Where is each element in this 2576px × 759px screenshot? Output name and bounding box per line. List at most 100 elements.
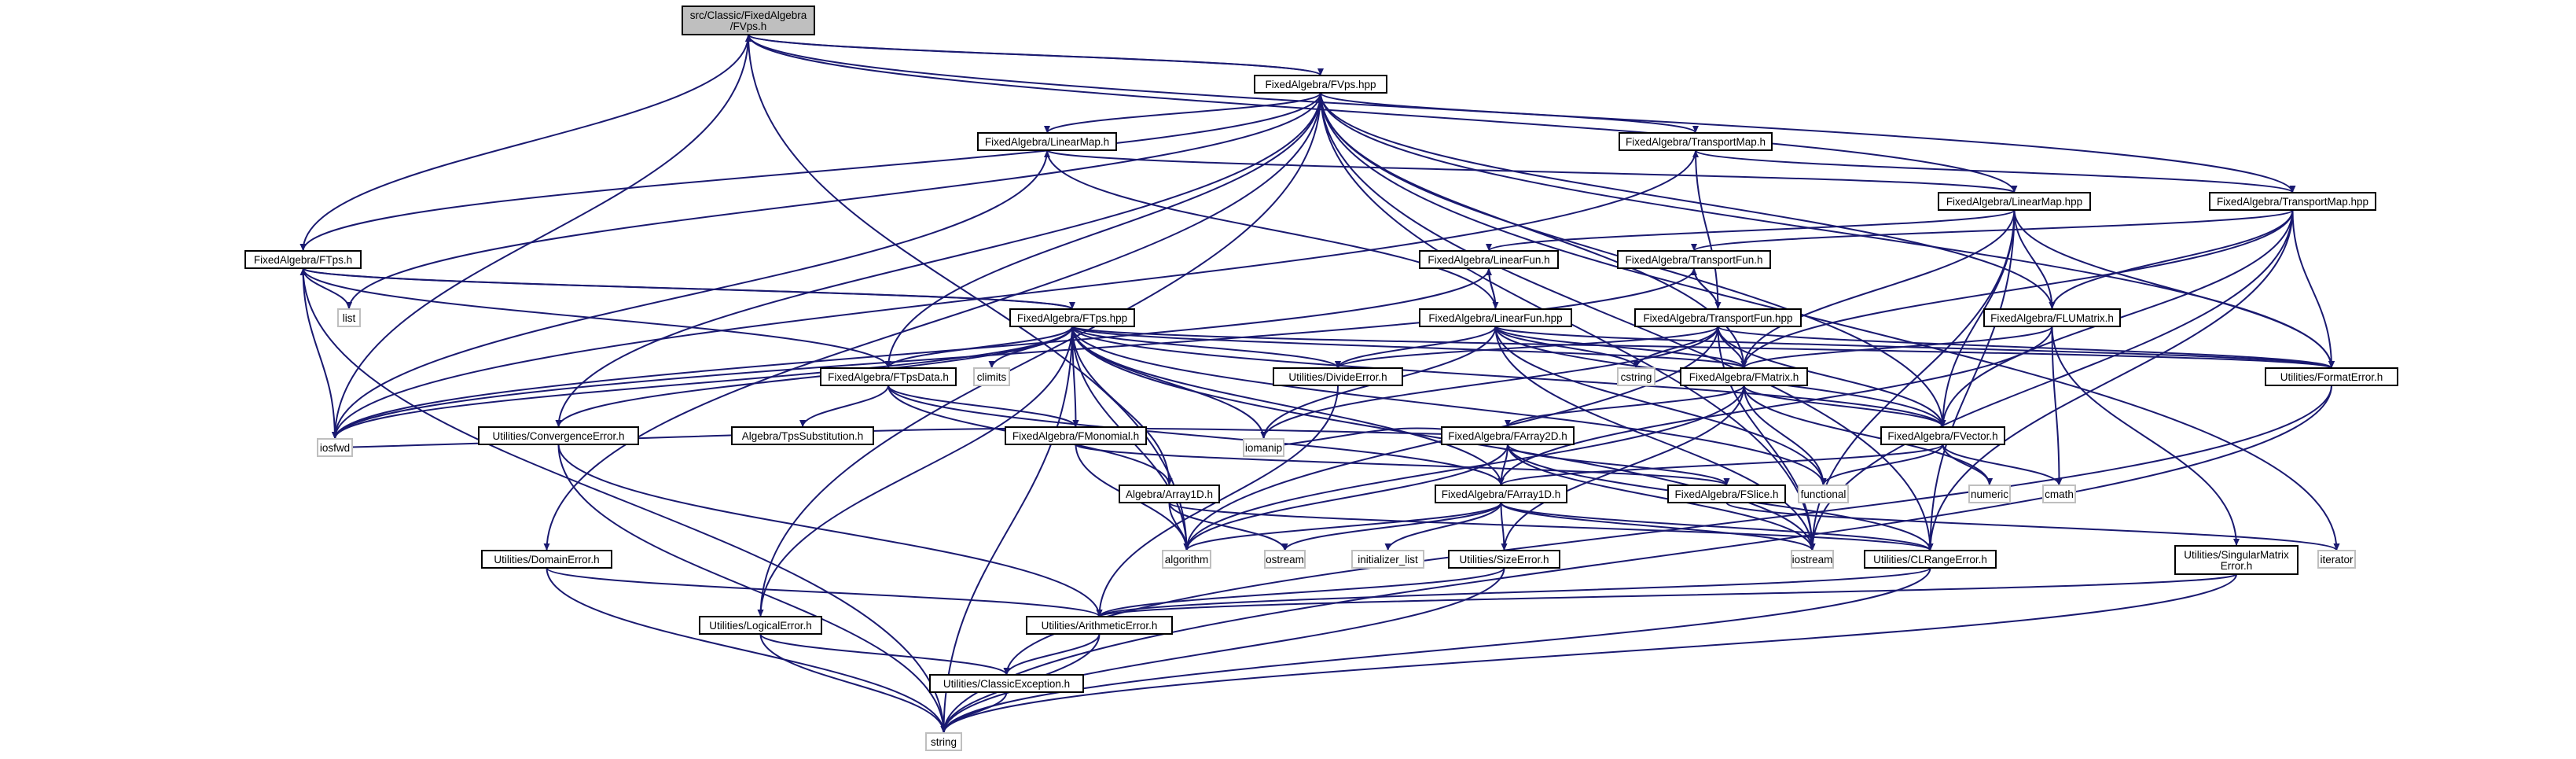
edge-transportmap_hpp-to-fmatrix_h [1740, 209, 2294, 369]
node-linearmap_h[interactable]: FixedAlgebra/LinearMap.h [977, 132, 1117, 151]
node-ftpsdata_h[interactable]: FixedAlgebra/FTpsData.h [820, 367, 957, 386]
node-formaterror_h[interactable]: Utilities/FormatError.h [2265, 367, 2398, 386]
node-box [478, 426, 639, 445]
node-box [1026, 616, 1173, 635]
node-box [337, 308, 361, 327]
node-linearfun_h[interactable]: FixedAlgebra/LinearFun.h [1419, 250, 1559, 269]
node-cstring: cstring [1617, 367, 1655, 386]
node-label: cmath [2045, 488, 2074, 500]
node-box [929, 674, 1084, 693]
node-fmatrix_h[interactable]: FixedAlgebra/FMatrix.h [1680, 367, 1808, 386]
node-label: src/Classic/FixedAlgebra [690, 9, 807, 21]
edge-linearmap_h-to-linearmap_hpp [1046, 149, 2018, 193]
edge-farray1d_h-to-initializer_list [1384, 502, 1502, 551]
node-linearfun_hpp[interactable]: FixedAlgebra/LinearFun.hpp [1419, 308, 1572, 327]
node-box [1667, 485, 1786, 503]
node-transportfun_h[interactable]: FixedAlgebra/TransportFun.h [1617, 250, 1771, 269]
node-label: FixedAlgebra/LinearMap.hpp [1946, 196, 2082, 208]
edge-domainerror_h-to-arithmeticerror_h [546, 567, 1103, 617]
node-label: Utilities/DomainError.h [494, 554, 599, 566]
node-label: FixedAlgebra/FArray1D.h [1442, 488, 1561, 500]
node-label: FixedAlgebra/LinearFun.hpp [1428, 312, 1562, 324]
node-fmonomial_h[interactable]: FixedAlgebra/FMonomial.h [1005, 426, 1147, 445]
edge-ftps_hpp-to-iosfwd [332, 326, 1073, 440]
edge-transportmap_hpp-to-root [745, 34, 2294, 193]
node-box [1938, 192, 2091, 211]
edge-linearfun_hpp-to-linearfun_h [1486, 267, 1497, 310]
node-root[interactable]: src/Classic/FixedAlgebra/FVps.h [682, 6, 815, 35]
edge-ftps_hpp-to-array1d_h [1071, 326, 1173, 486]
edge-array1d_h-to-ostream [1168, 502, 1288, 551]
node-box [1351, 550, 1424, 569]
edge-logicalerror_h-to-classicexception_h [759, 633, 1010, 676]
edge-farray2d_h-to-algorithm [1183, 444, 1508, 551]
node-label: FixedAlgebra/FArray2D.h [1448, 430, 1567, 442]
edge-fmatrix_h-to-algorithm [1183, 385, 1745, 551]
node-transportmap_hpp[interactable]: FixedAlgebra/TransportMap.hpp [2209, 192, 2376, 211]
node-box [1435, 485, 1567, 503]
node-label: FixedAlgebra/TransportFun.hpp [1643, 312, 1792, 324]
node-sizeerror_h[interactable]: Utilities/SizeError.h [1448, 550, 1560, 569]
node-ftps_hpp[interactable]: FixedAlgebra/FTps.hpp [1009, 308, 1135, 327]
node-box [244, 250, 362, 269]
edge-transportfun_hpp-to-divideerror_h [1335, 326, 1719, 369]
node-classicexception_h[interactable]: Utilities/ClassicException.h [929, 674, 1084, 693]
edge-formaterror_h-to-string [940, 385, 2332, 734]
node-box [2209, 192, 2376, 211]
node-box [1968, 485, 2011, 503]
edge-linearmap_hpp-to-flumatrix_h [2013, 209, 2056, 310]
node-initializer_list: initializer_list [1351, 550, 1424, 569]
node-array1d_h[interactable]: Algebra/Array1D.h [1119, 485, 1220, 503]
node-linearmap_hpp[interactable]: FixedAlgebra/LinearMap.hpp [1938, 192, 2091, 211]
node-farray2d_h[interactable]: FixedAlgebra/FArray2D.h [1441, 426, 1575, 445]
edge-transportfun_hpp-to-formaterror_h [1717, 326, 2335, 369]
edge-linearmap_hpp-to-clrangeerror_h [1927, 209, 2016, 551]
node-flumatrix_h[interactable]: FixedAlgebra/FLUMatrix.h [1983, 308, 2121, 327]
node-fslice_h[interactable]: FixedAlgebra/FSlice.h [1667, 485, 1786, 503]
edge-linearfun_hpp-to-formaterror_h [1494, 326, 2335, 369]
node-label: FixedAlgebra/LinearMap.h [985, 136, 1109, 148]
edge-linearfun_hpp-to-iostream [1494, 326, 1816, 551]
node-fvps_hpp[interactable]: FixedAlgebra/FVps.hpp [1254, 75, 1387, 94]
node-box [1243, 438, 1284, 457]
node-climits: climits [973, 367, 1010, 386]
node-ftps_h[interactable]: FixedAlgebra/FTps.h [244, 250, 362, 269]
node-label: FixedAlgebra/FSlice.h [1674, 488, 1778, 500]
node-label: functional [1801, 488, 1847, 500]
node-label: iterator [2320, 554, 2354, 566]
node-farray1d_h[interactable]: FixedAlgebra/FArray1D.h [1435, 485, 1567, 503]
edge-domainerror_h-to-string [546, 567, 947, 734]
edge-flumatrix_h-to-cmath [2051, 326, 2063, 486]
node-box [731, 426, 874, 445]
node-box [1119, 485, 1220, 503]
node-transportmap_h[interactable]: FixedAlgebra/TransportMap.h [1619, 132, 1773, 151]
node-arithmeticerror_h[interactable]: Utilities/ArithmeticError.h [1026, 616, 1173, 635]
edge-fvector_h-to-farray1d_h [1497, 444, 1944, 486]
node-logicalerror_h[interactable]: Utilities/LogicalError.h [699, 616, 822, 635]
edge-logicalerror_h-to-string [759, 633, 947, 734]
node-domainerror_h[interactable]: Utilities/DomainError.h [481, 550, 612, 569]
node-divideerror_h[interactable]: Utilities/DivideError.h [1273, 367, 1403, 386]
node-string: string [925, 732, 962, 751]
node-tpssubstitution_h[interactable]: Algebra/TpsSubstitution.h [731, 426, 874, 445]
edge-singularmatrixerror_h-to-string [940, 573, 2237, 734]
edge-ftps_hpp-to-farray1d_h [1071, 326, 1505, 486]
edge-fvps_hpp-to-convergenceerror_h [555, 92, 1321, 428]
edge-sizeerror_h-to-arithmeticerror_h [1096, 567, 1505, 617]
edge-ftps_hpp-to-formaterror_h [1071, 326, 2335, 369]
node-label: cstring [1621, 371, 1652, 383]
node-box [1162, 550, 1211, 569]
node-transportfun_hpp[interactable]: FixedAlgebra/TransportFun.hpp [1634, 308, 1802, 327]
edge-sizeerror_h-to-string [940, 567, 1505, 734]
node-fvector_h[interactable]: FixedAlgebra/FVector.h [1880, 426, 2005, 445]
node-label: Utilities/SingularMatrix [2184, 549, 2289, 561]
node-ostream: ostream [1264, 550, 1306, 569]
edge-ftps_hpp-to-ftpsdata_h [885, 326, 1073, 369]
node-label: FixedAlgebra/FTps.hpp [1017, 312, 1127, 324]
nodes-layer: src/Classic/FixedAlgebra/FVps.hFixedAlge… [244, 6, 2398, 751]
node-clrangeerror_h[interactable]: Utilities/CLRangeError.h [1864, 550, 1997, 569]
node-convergenceerror_h[interactable]: Utilities/ConvergenceError.h [478, 426, 639, 445]
node-numeric: numeric [1968, 485, 2011, 503]
node-label: algorithm [1165, 554, 1209, 566]
